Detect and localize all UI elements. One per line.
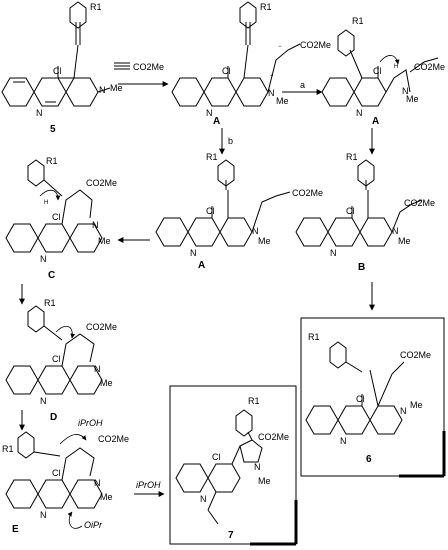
7-cl-label: Cl [212, 452, 221, 462]
C-h: H [44, 200, 48, 206]
structure-5: Cl N N Me R1 5 [1, 1, 123, 135]
A3-cl-label: Cl [206, 206, 215, 216]
A2-n-label: N [356, 108, 363, 118]
E-iproh-label: iPrOH [78, 418, 103, 428]
5-cl-label: Cl [53, 66, 62, 76]
A2-h: H [394, 64, 398, 70]
A1-plus: + [270, 74, 274, 80]
step-b-label: b [228, 136, 233, 146]
6-n-label: N [340, 436, 347, 446]
compound-D-label: D [50, 412, 57, 423]
E-co2me-label: CO2Me [98, 434, 129, 444]
A3-me-label: Me [258, 236, 271, 246]
B-me-label: Me [398, 236, 411, 246]
product-7-box: Cl N N Me CO2Me R1 7 [169, 385, 298, 546]
5-n2-label: N [99, 85, 106, 95]
step-a-label: a [300, 80, 305, 90]
7-n2-label: N [254, 462, 261, 472]
C-r1-label: R1 [46, 156, 58, 166]
structure-C: Cl N N Me CO2Me R1 H C [5, 156, 117, 281]
C-n-label: N [40, 254, 47, 264]
D-cl-label: Cl [52, 354, 61, 364]
E-r1-label: R1 [2, 444, 14, 454]
D-me-label: Me [100, 378, 113, 388]
7-co2me-label: CO2Me [258, 432, 289, 442]
C-n2-label: N [92, 220, 99, 230]
D-n-label: N [40, 396, 47, 406]
C-cl-label: Cl [52, 212, 61, 222]
A3-co2me-label: CO2Me [292, 188, 323, 198]
D-co2me-label: CO2Me [86, 322, 117, 332]
B-n-label: N [330, 248, 337, 258]
E-n-label: N [40, 510, 47, 520]
compound-E-label: E [12, 524, 19, 535]
6-cl-label: Cl [356, 394, 365, 404]
6-r1-label: R1 [308, 332, 320, 342]
compound-5-label: 5 [50, 124, 56, 135]
product-6-box: Cl N N Me CO2Me R1 6 [300, 317, 446, 478]
A2-me-label: Me [406, 94, 419, 104]
6-me-label: Me [410, 400, 423, 410]
6-n2-label: N [400, 406, 407, 416]
B-r1-label: R1 [346, 152, 358, 162]
arrow-iproh-label: iPrOH [136, 480, 161, 490]
E-n2-label: N [94, 478, 101, 488]
D-r1-label: R1 [44, 298, 56, 308]
arrow-E-to-7: iPrOH [134, 480, 165, 497]
7-n-label: N [200, 494, 207, 504]
compound-A1-label: A [213, 116, 220, 127]
A3-n-label: N [190, 248, 197, 258]
5-me-label: Me [110, 83, 123, 93]
compound-C-label: C [48, 270, 55, 281]
A1-co2me-label: CO2Me [300, 40, 331, 50]
arrow-5-to-A: CO2Me [114, 62, 169, 87]
A2-r1-label: R1 [352, 16, 364, 26]
A2-co2me-label: CO2Me [414, 62, 445, 72]
structure-B: Cl N N Me CO2Me R1 B [295, 152, 435, 273]
A2-n2-label: N [402, 86, 409, 96]
B-co2me-label: CO2Me [404, 198, 435, 208]
7-r1-label: R1 [248, 396, 260, 406]
compound-A2-label: A [372, 116, 379, 127]
A1-n2-label: N [268, 88, 275, 98]
D-n2-label: N [94, 364, 101, 374]
structure-A-top: Cl N N Me CO2Me R1 + − A [171, 1, 331, 127]
C-me-label: Me [98, 236, 111, 246]
structure-E: Cl N N Me CO2Me R1 iPrOH OiPr E [2, 418, 129, 535]
compound-A3-label: A [198, 260, 205, 271]
A3-r1-label: R1 [206, 152, 218, 162]
B-n2-label: N [392, 226, 399, 236]
6-co2me-label: CO2Me [400, 350, 431, 360]
E-cl-label: Cl [52, 468, 61, 478]
E-oipr-label: OiPr [84, 520, 103, 530]
E-me-label: Me [100, 492, 113, 502]
5-n-label: N [36, 108, 43, 118]
structure-D: Cl N N Me CO2Me R1 D [5, 298, 117, 423]
B-cl-label: Cl [346, 206, 355, 216]
arrow-a: a [282, 80, 323, 95]
A1-me-label: Me [276, 96, 289, 106]
A1-r1-label: R1 [260, 2, 272, 12]
A1-n-label: N [206, 108, 213, 118]
structure-A-right: Cl N N Me CO2Me R1 H A [321, 16, 445, 127]
C-co2me-label: CO2Me [86, 178, 117, 188]
A1-minus: − [278, 44, 282, 50]
A1-cl-label: Cl [222, 66, 231, 76]
arrow-b: b [219, 128, 233, 155]
7-me-label: Me [258, 476, 271, 486]
A3-n2-label: N [252, 226, 259, 236]
5-r1-label: R1 [90, 2, 102, 12]
reagent-label: CO2Me [133, 62, 164, 72]
compound-7-label: 7 [228, 530, 234, 541]
structure-A-center: Cl N N Me CO2Me R1 A [155, 152, 323, 271]
A2-cl-label: Cl [373, 66, 382, 76]
compound-B-label: B [358, 262, 365, 273]
compound-6-label: 6 [366, 454, 372, 465]
